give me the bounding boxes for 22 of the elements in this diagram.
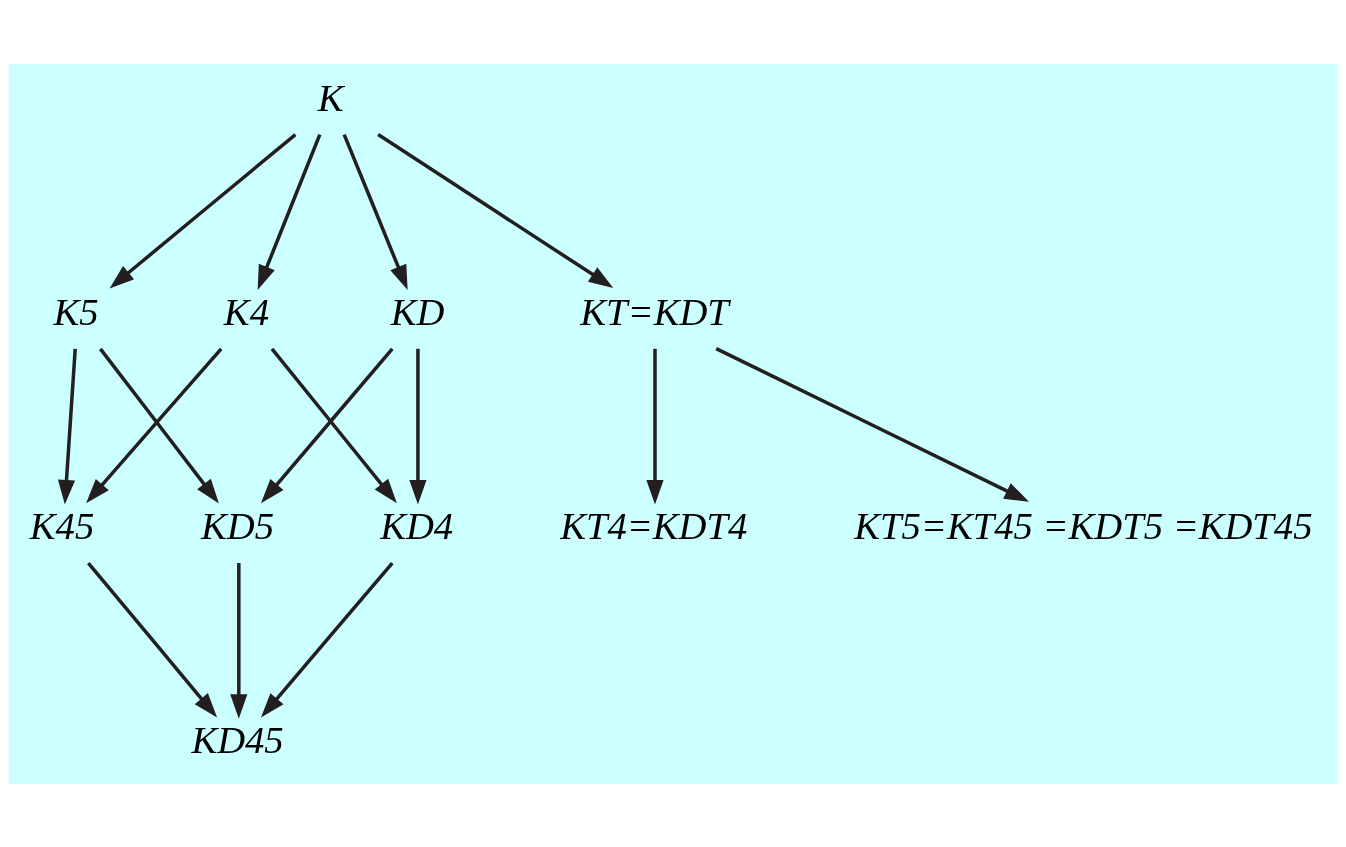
node-text: KD4 (380, 504, 454, 547)
arrow (230, 562, 248, 719)
arrow (87, 561, 218, 718)
arrow (646, 348, 664, 505)
arrow (261, 561, 394, 718)
node-text: KT=KDT (580, 290, 729, 333)
arrow (342, 133, 408, 290)
node-text: KD45 (191, 718, 284, 761)
node-text: K45 (29, 504, 95, 547)
node-text: K (317, 76, 344, 119)
node-text: KT4=KDT4 (560, 504, 748, 547)
arrow (715, 346, 1030, 502)
arrow (257, 133, 322, 290)
node-text: K4 (223, 290, 269, 333)
node-text: K5 (53, 290, 99, 333)
node-text: KD5 (201, 504, 275, 547)
node-text: KT5=KT45 =KDT5 =KDT45 (854, 504, 1313, 547)
arrow (57, 348, 77, 505)
node-text: KD (390, 290, 445, 333)
arrow (409, 348, 427, 505)
arrow (377, 132, 614, 288)
arrow (109, 132, 297, 288)
